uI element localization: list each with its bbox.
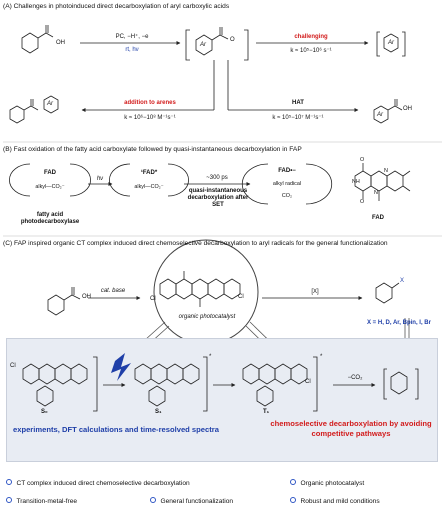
- rate-addition: k ≈ 10⁶−10⁸ M⁻¹s⁻¹: [124, 115, 176, 121]
- footer-item-4: General functionalization: [150, 490, 233, 508]
- challenging-label: challenging: [294, 34, 328, 40]
- o-label-a: O: [230, 37, 235, 43]
- benzoic-acid-c: [47, 287, 81, 316]
- hv-label: hν: [96, 176, 104, 182]
- hat-label: HAT: [292, 100, 304, 106]
- minus-co2-label: −CO₂: [347, 375, 363, 381]
- chemoselective-label: chemoselective decarboxylation by avoidi…: [270, 419, 432, 438]
- benzoic-acid-product: [373, 99, 403, 124]
- footer-text-5: Robust and mild conditions: [300, 498, 380, 505]
- co2-label: CO₂: [281, 193, 293, 199]
- s1-complex: [134, 356, 208, 412]
- s0-complex: [22, 356, 98, 412]
- footer-text-4: General functionalization: [160, 498, 234, 505]
- oh-label-c: OH: [82, 294, 91, 300]
- cl-t1: Cl: [305, 379, 311, 385]
- bullet-icon: [150, 497, 156, 503]
- ar-label-radical: Ar: [388, 40, 394, 46]
- section-c-title: (C) FAP inspired organic CT complex indu…: [3, 240, 388, 247]
- aryl-x-product: [375, 282, 400, 304]
- t1-star: *: [320, 354, 323, 360]
- ar-label-product: Ar: [377, 112, 383, 118]
- footer-item-1: CT complex induced direct chemoselective…: [6, 472, 190, 490]
- alkyl-radical-label: alkyl radical: [272, 181, 302, 187]
- footer-text-3: Transition-metal-free: [16, 498, 78, 505]
- s1-label: S₁: [155, 409, 162, 415]
- fad-star-label: ¹FAD*: [140, 170, 158, 176]
- addition-label: addition to arenes: [124, 100, 176, 106]
- x-sub-label: X: [400, 278, 405, 284]
- fad-bracket-left: [9, 163, 31, 197]
- experiments-label: experiments, DFT calculations and time-r…: [13, 425, 219, 434]
- fadstar-bracket-left: [109, 163, 131, 197]
- section-b-title: (B) Fast oxidation of the fatty acid car…: [3, 146, 302, 153]
- fad-atom-n1: N: [384, 168, 388, 174]
- aryl-radical-c: [383, 368, 419, 400]
- mechanism-drawing: [22, 353, 419, 412]
- oh-label-a: OH: [56, 40, 65, 46]
- footer-text-1: CT complex induced direct chemoselective…: [16, 480, 190, 487]
- fad-label: FAD: [44, 170, 56, 176]
- s0-label: S₀: [41, 409, 48, 415]
- photocatalyst-circle: [153, 239, 259, 345]
- fad-structure-label: FAD: [372, 215, 384, 221]
- footer-item-2: Organic photocatalyst: [290, 472, 364, 490]
- x-list-label: X = H, D, Ar, Bpin, I, Br: [367, 320, 431, 326]
- aryl-carboxyl-radical: [185, 27, 249, 61]
- cl-left-pc: Cl: [150, 296, 156, 302]
- ar-label-ester: Ar: [47, 101, 53, 107]
- photocatalyst-label: organic photocatalyst: [178, 314, 236, 320]
- mechanism-panel: Cl S₀ S₁ * T₁ * Cl −CO₂ experiments, DFT…: [6, 338, 438, 462]
- fad-rad-label: FAD•−: [278, 168, 296, 174]
- cl-s0: Cl: [10, 363, 16, 369]
- footer-text-2: Organic photocatalyst: [300, 480, 365, 487]
- cl-right-pc: Cl: [238, 294, 244, 300]
- section-a-title: (A) Challenges in photoinduced direct de…: [3, 3, 230, 10]
- fadrad-bracket-left: [241, 163, 269, 205]
- fad-structure: [354, 163, 411, 201]
- light-bolt-icon: [111, 353, 131, 381]
- fadrad-bracket-right: [305, 163, 333, 205]
- photocatalyst-structure: [159, 271, 241, 307]
- footer-item-5: Robust and mild conditions: [290, 490, 380, 508]
- t1-label: T₁: [263, 409, 270, 415]
- aryl-ester-product: [9, 95, 59, 124]
- benzoic-acid-a: [21, 25, 54, 54]
- alkyl-co2-left: alkyl—CO₂⁻: [35, 184, 65, 190]
- t1-complex: [242, 356, 318, 412]
- bullet-icon: [290, 479, 296, 485]
- alkyl-co2-mid: alkyl—CO₂⁻: [134, 184, 164, 190]
- fad-atom-nh: NH: [352, 179, 360, 185]
- time-label: ~300 ps: [206, 175, 228, 181]
- conditions-top: rt, hν: [125, 47, 139, 53]
- oh-label-product: OH: [403, 106, 412, 112]
- fad-atom-n2: N: [374, 190, 378, 196]
- aryl-radical-a: [376, 31, 406, 57]
- bullet-icon: [6, 479, 12, 485]
- rate-challenging: k ≈ 10⁵−10⁶ s⁻¹: [290, 48, 332, 54]
- cat-base-label: cat. base: [100, 288, 126, 294]
- ar-label-a: Ar: [200, 42, 206, 48]
- reagents-top: PC, −H⁺, −e: [115, 34, 149, 40]
- fadstar-bracket-right: [167, 163, 189, 197]
- footer-item-3: Transition-metal-free: [6, 490, 77, 508]
- s1-star: *: [209, 354, 212, 360]
- fad-bracket-right: [69, 163, 91, 197]
- fad-atom-o1: O: [360, 157, 365, 163]
- enzyme-label: fatty acid photodecarboxylase: [20, 212, 80, 225]
- bullet-icon: [290, 497, 296, 503]
- quasi-label: quasi-instantaneous decarboxylation afte…: [187, 188, 249, 208]
- x-reagent-label: [X]: [311, 289, 319, 295]
- fad-atom-o2: O: [360, 199, 365, 205]
- bullet-icon: [6, 497, 12, 503]
- rate-hat: k ≈ 10⁵−10⁷ M⁻¹s⁻¹: [272, 115, 324, 121]
